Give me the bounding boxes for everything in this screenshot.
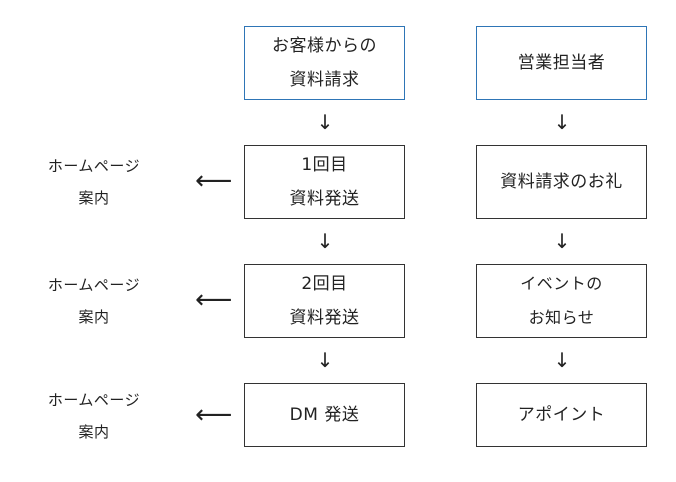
left-arrow-2: ⟵ <box>195 285 233 315</box>
customer-request-line1: お客様からの <box>272 36 377 56</box>
customer-request-line2: 資料請求 <box>289 70 360 90</box>
thank-you-line1: 資料請求のお礼 <box>500 172 623 192</box>
homepage-guide-3-line1: ホームページ <box>47 391 141 409</box>
first-mailing-box: 1回目 資料発送 <box>244 145 405 219</box>
dm-mailing-box: DM 発送 <box>244 383 405 447</box>
homepage-guide-3-line2: 案内 <box>78 423 110 441</box>
homepage-guide-2-line1: ホームページ <box>47 276 141 294</box>
first-mailing-line2: 資料発送 <box>289 189 360 209</box>
down-arrow-left-1: ↓ <box>316 110 334 134</box>
second-mailing-line1: 2回目 <box>301 274 348 294</box>
homepage-guide-note-3: ホームページ 案内 <box>34 384 154 448</box>
down-arrow-right-1: ↓ <box>553 110 571 134</box>
homepage-guide-note-2: ホームページ 案内 <box>34 269 154 333</box>
thank-you-box: 資料請求のお礼 <box>476 145 647 219</box>
left-arrow-1: ⟵ <box>195 166 233 196</box>
left-arrow-3: ⟵ <box>195 400 233 430</box>
homepage-guide-1-line1: ホームページ <box>47 157 141 175</box>
event-notice-box: イベントの お知らせ <box>476 264 647 338</box>
event-notice-line2: お知らせ <box>528 308 595 327</box>
down-arrow-right-2: ↓ <box>553 229 571 253</box>
sales-rep-box: 営業担当者 <box>476 26 647 100</box>
appointment-box: アポイント <box>476 383 647 447</box>
first-mailing-line1: 1回目 <box>301 155 348 175</box>
down-arrow-right-3: ↓ <box>553 348 571 372</box>
sales-rep-line1: 営業担当者 <box>517 53 606 73</box>
second-mailing-box: 2回目 資料発送 <box>244 264 405 338</box>
appointment-line1: アポイント <box>517 405 606 425</box>
event-notice-line1: イベントの <box>520 274 603 293</box>
dm-mailing-line1: DM 発送 <box>289 405 360 425</box>
homepage-guide-1-line2: 案内 <box>78 189 110 207</box>
homepage-guide-2-line2: 案内 <box>78 308 110 326</box>
customer-request-box: お客様からの 資料請求 <box>244 26 405 100</box>
down-arrow-left-2: ↓ <box>316 229 334 253</box>
second-mailing-line2: 資料発送 <box>289 308 360 328</box>
homepage-guide-note-1: ホームページ 案内 <box>34 150 154 214</box>
down-arrow-left-3: ↓ <box>316 348 334 372</box>
